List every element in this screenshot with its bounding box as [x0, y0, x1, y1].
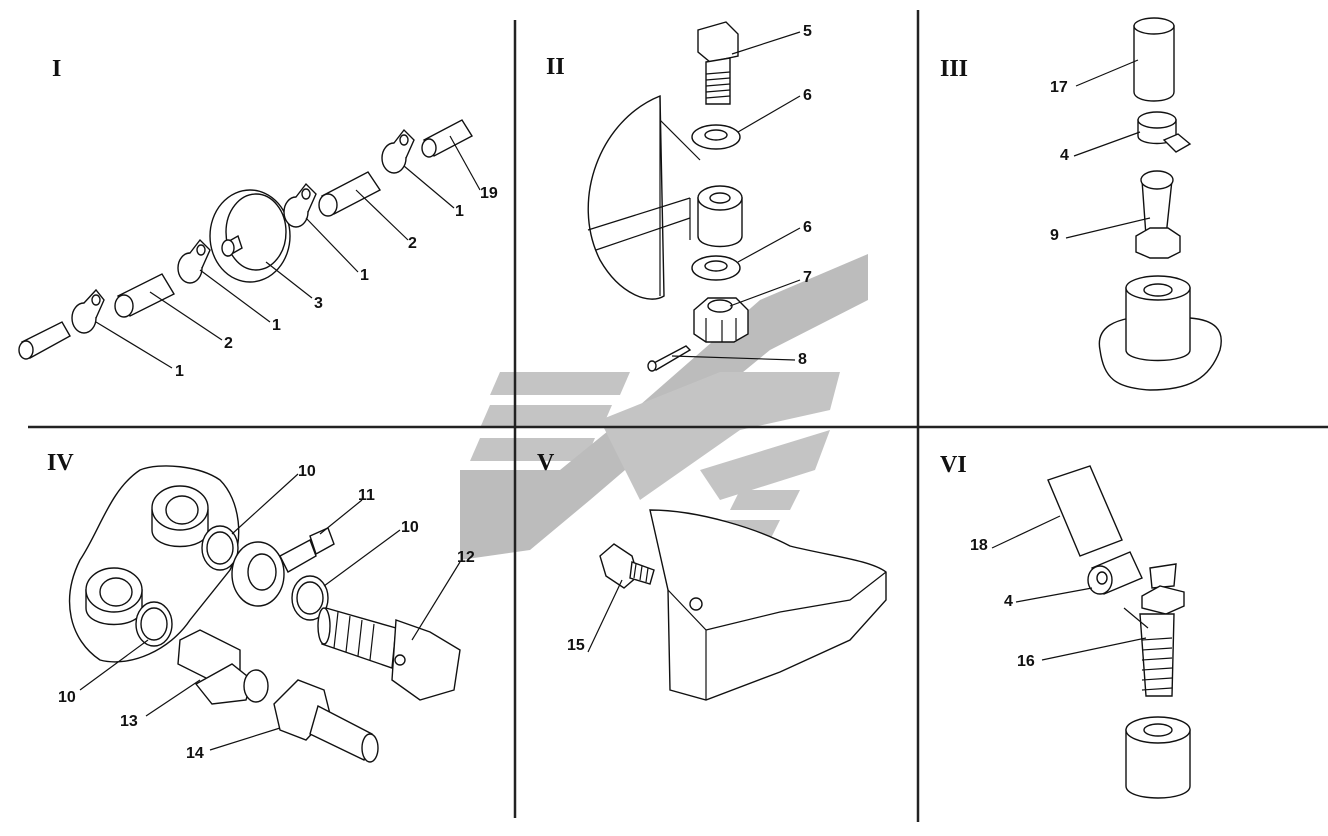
callout-label: 18 [970, 537, 988, 554]
section-IV-callouts: 10 11 10 12 10 13 14 [58, 463, 475, 762]
fitting-part [1135, 170, 1181, 259]
threaded-nut-part [151, 485, 209, 548]
o-ring-inner [140, 607, 168, 641]
section-label-VI: VI [940, 452, 967, 478]
callout-label: 6 [803, 87, 812, 104]
o-ring-inner [206, 531, 234, 565]
callout-label: 11 [358, 487, 375, 504]
callout-label: 12 [457, 549, 475, 566]
section-III-parts [1098, 17, 1222, 391]
sleeve-part [1047, 465, 1123, 557]
section-II-leaders [671, 31, 801, 361]
o-ring-inner [296, 581, 324, 615]
callout-label: 8 [798, 351, 807, 368]
bushing-part [697, 185, 743, 248]
section-I-parts [18, 119, 473, 360]
section-V-parts [599, 509, 887, 701]
tube-part [421, 119, 473, 158]
section-II-parts [587, 21, 749, 372]
callout-label: 10 [298, 463, 316, 480]
callout-label: 14 [186, 745, 204, 762]
callout-label: 16 [1017, 653, 1035, 670]
callout-label: 2 [224, 335, 233, 352]
union-fitting-part [177, 629, 269, 705]
callout-label: 2 [408, 235, 417, 252]
tube-part [18, 321, 71, 360]
section-I-callouts: 1 2 1 3 1 2 1 19 [175, 185, 498, 380]
section-III-leaders [1065, 59, 1151, 239]
section-VI-callouts: 18 4 16 [970, 537, 1035, 670]
washer-part [691, 124, 741, 150]
section-V-leaders [587, 579, 623, 653]
callout-label: 1 [175, 363, 184, 380]
section-label-IV: IV [47, 450, 74, 476]
section-I-leaders [95, 135, 481, 369]
callout-label: 9 [1050, 227, 1059, 244]
cotter-pin-part [647, 345, 692, 372]
callout-label: 4 [1060, 147, 1069, 164]
section-VI-leaders [991, 515, 1147, 661]
banjo-bolt-part [317, 607, 461, 701]
callout-label: 3 [314, 295, 323, 312]
section-III-callouts: 17 4 9 [1050, 79, 1069, 244]
callout-label: 6 [803, 219, 812, 236]
callout-label: 4 [1004, 593, 1013, 610]
callout-label: 1 [272, 317, 281, 334]
section-II-callouts: 5 6 6 7 8 [798, 23, 812, 368]
callout-label: 1 [455, 203, 464, 220]
threaded-nut-part [85, 567, 143, 626]
section-label-V: V [537, 450, 555, 476]
sleeve-part [1133, 17, 1175, 102]
threaded-boss-part [1125, 716, 1191, 799]
callout-label: 17 [1050, 79, 1068, 96]
callout-label: 15 [567, 637, 585, 654]
callout-label: 7 [803, 269, 812, 286]
clamp-part [381, 128, 415, 174]
section-label-III: III [940, 56, 968, 82]
tube-part [318, 171, 382, 217]
banjo-fitting-part [231, 527, 335, 607]
clamp-part [177, 238, 211, 284]
callout-label: 1 [360, 267, 369, 284]
clamp-part [283, 182, 317, 228]
section-label-II: II [546, 54, 565, 80]
threaded-boss-part [1098, 275, 1222, 391]
section-IV-leaders [79, 473, 461, 751]
castle-nut-part [693, 297, 749, 343]
callout-label: 5 [803, 23, 812, 40]
plug-part [599, 543, 655, 589]
clamp-part [71, 288, 105, 334]
callout-label: 10 [401, 519, 419, 536]
washer-part [691, 255, 741, 281]
section-V-callouts: 15 [567, 637, 585, 654]
section-VI-parts [1047, 465, 1191, 799]
hex-fitting-part [273, 679, 379, 763]
section-label-I: I [52, 56, 61, 82]
callout-label: 13 [120, 713, 138, 730]
bolt-part [697, 21, 739, 105]
grease-fitting-part [1123, 563, 1185, 697]
callout-label: 19 [480, 185, 498, 202]
callout-label: 10 [58, 689, 76, 706]
section-IV-parts [68, 465, 461, 763]
clamp-part [1137, 111, 1192, 153]
clamp-part [1087, 551, 1143, 595]
pulley-part [209, 189, 291, 283]
housing-part [649, 509, 887, 701]
tube-part [114, 273, 175, 318]
